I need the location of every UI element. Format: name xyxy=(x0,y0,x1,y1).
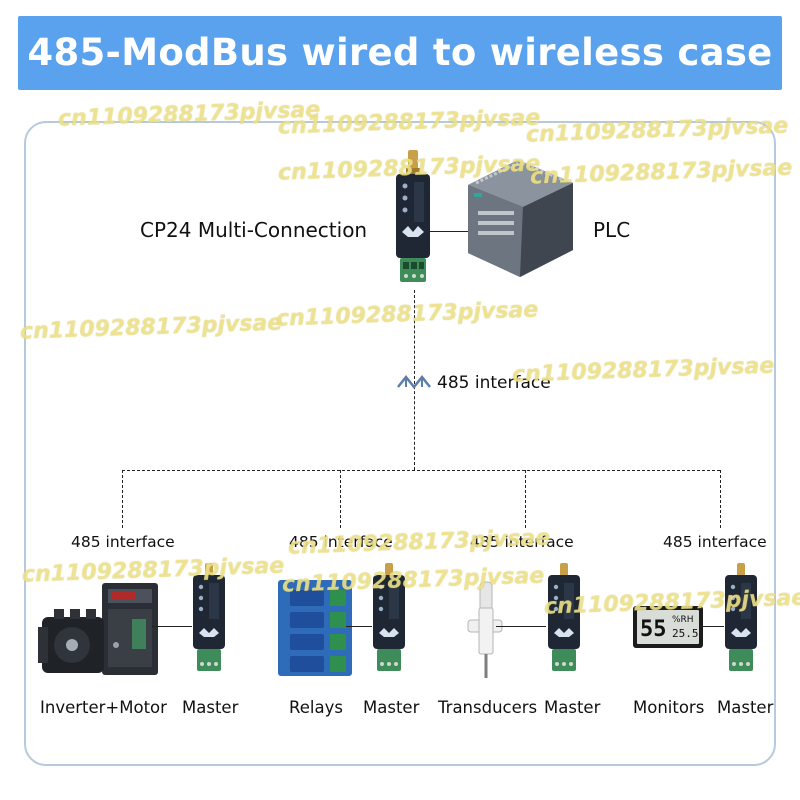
module-plc-link xyxy=(426,231,470,232)
branch-3-master-module-icon xyxy=(548,563,580,671)
cp24-module-icon xyxy=(396,150,430,282)
branch-4-interface-label: 485 interface xyxy=(663,533,767,551)
module-label: CP24 Multi-Connection xyxy=(140,218,368,242)
banner-background xyxy=(18,16,782,90)
branch-2-device-label: Relays xyxy=(289,698,343,717)
branch-3-device-label: Transducers xyxy=(438,698,538,717)
motor-inverter-icon xyxy=(38,583,158,675)
branch-2-interface-label: 485 interface xyxy=(289,533,393,551)
branch-3-link xyxy=(496,626,546,627)
branch-4-master-module-icon xyxy=(725,563,757,671)
plc-icon xyxy=(468,160,573,277)
main-bus-line xyxy=(414,290,415,470)
branch-1-master-module-icon xyxy=(193,563,225,671)
sensor-probe-icon xyxy=(467,581,503,678)
humidity-readout: 55 xyxy=(640,617,667,642)
branch-3-master-label: Master xyxy=(544,698,601,717)
branch-1-device-label: Inverter+Motor xyxy=(40,698,167,717)
hygrometer-icon: 55 %RH 25.5 xyxy=(633,606,703,648)
wireless-icon xyxy=(397,374,431,390)
branch-4-master-label: Master xyxy=(717,698,774,717)
branch-2-link xyxy=(346,626,372,627)
page-title: 485-ModBus wired to wireless case xyxy=(27,31,773,74)
humidity-unit: %RH xyxy=(672,615,694,625)
distribution-line xyxy=(122,470,720,471)
branch-2-master-module-icon xyxy=(373,563,405,671)
branch-4-link xyxy=(700,626,724,627)
relay-board-icon xyxy=(278,580,352,676)
branch-drop-4 xyxy=(720,470,721,528)
branch-1-master-label: Master xyxy=(182,698,239,717)
branch-3-interface-label: 485 interface xyxy=(470,533,574,551)
branch-4-device-label: Monitors xyxy=(633,698,705,717)
branch-drop-3 xyxy=(525,470,526,528)
bus-interface-label: 485 interface xyxy=(437,373,551,393)
branch-1-interface-label: 485 interface xyxy=(71,533,175,551)
temperature-readout: 25.5 xyxy=(672,627,699,640)
header-banner: 485-ModBus wired to wireless case xyxy=(0,0,800,112)
branch-2-master-label: Master xyxy=(363,698,420,717)
branch-drop-2 xyxy=(340,470,341,528)
branch-drop-1 xyxy=(122,470,123,528)
plc-label: PLC xyxy=(593,218,631,242)
branch-1-link xyxy=(152,626,192,627)
